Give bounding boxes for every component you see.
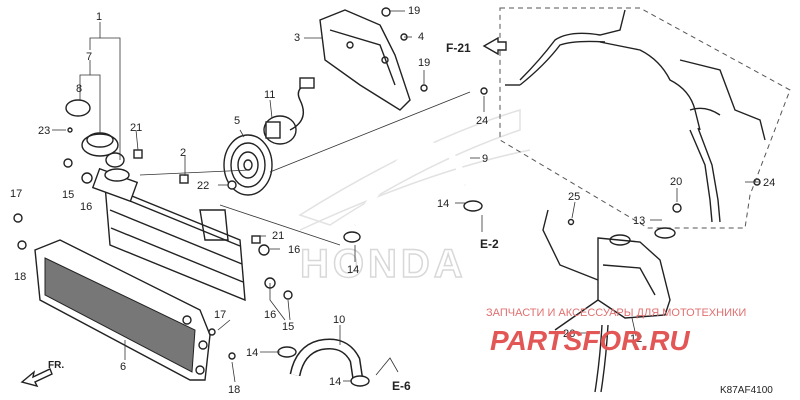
radiator-cap — [65, 99, 119, 157]
leader-lines — [52, 10, 760, 383]
ref-f21: F-21 — [446, 41, 471, 55]
callout-17b: 17 — [214, 309, 226, 321]
callout-26: 26 — [563, 328, 575, 340]
callout-21b: 21 — [272, 230, 284, 242]
honda-watermark-text: HONDA — [300, 242, 467, 286]
upper-hose — [352, 141, 469, 227]
callout-8: 8 — [76, 83, 82, 95]
callout-19a: 19 — [408, 5, 420, 17]
callout-17: 17 — [10, 188, 22, 200]
hose-clamps — [277, 200, 483, 387]
lower-hose — [289, 338, 364, 381]
ref-e6: E-6 — [392, 379, 411, 393]
callout-23: 23 — [38, 125, 50, 137]
radiator — [91, 152, 246, 302]
callout-5: 5 — [234, 115, 240, 127]
diagram-code: K87AF4100 — [720, 385, 773, 396]
section-references: F-21 E-2 E-6 — [392, 36, 507, 393]
callout-14b: 14 — [329, 376, 341, 388]
fan-motor — [263, 77, 315, 145]
arrow-left-icon — [482, 36, 507, 56]
cap-seal — [65, 99, 91, 117]
radiator-filler-neck — [105, 152, 125, 168]
callout-2: 2 — [180, 147, 186, 159]
callout-14d: 14 — [347, 264, 359, 276]
fan-cover — [319, 9, 411, 111]
callout-25: 25 — [568, 191, 580, 203]
callout-7: 7 — [86, 51, 92, 63]
front-arrow-icon — [20, 368, 53, 388]
callout-12: 12 — [630, 333, 642, 345]
front-label: FR. — [48, 360, 64, 371]
callout-16b: 16 — [288, 244, 300, 256]
watermark-shop-line: ЗАПЧАСТИ И АКСЕССУАРЫ ДЛЯ МОТОТЕХНИКИ — [486, 307, 746, 319]
callout-18: 18 — [14, 271, 26, 283]
callout-14a: 14 — [246, 347, 258, 359]
callout-16c: 16 — [264, 309, 276, 321]
reserve-tank — [542, 209, 676, 393]
callout-20: 20 — [670, 176, 682, 188]
callout-22: 22 — [197, 180, 209, 192]
callout-10: 10 — [333, 314, 345, 326]
callout-24a: 24 — [476, 115, 488, 127]
callout-3: 3 — [294, 32, 300, 44]
radiator-shroud — [34, 239, 211, 381]
reservoir-detail-box — [499, 7, 791, 229]
fasteners — [13, 7, 761, 360]
callout-1: 1 — [96, 11, 102, 23]
callout-16: 16 — [80, 201, 92, 213]
cooling-fan — [223, 134, 273, 196]
callout-4: 4 — [418, 31, 424, 43]
callout-19b: 19 — [418, 57, 430, 69]
watermark-site: PARTSFOR.RU — [490, 325, 690, 356]
reserve-tank-cap — [654, 227, 676, 239]
callout-13: 13 — [633, 215, 645, 227]
front-direction: FR. — [20, 360, 64, 388]
callout-6: 6 — [120, 361, 126, 373]
callout-15: 15 — [62, 189, 74, 201]
callout-15b: 15 — [282, 321, 294, 333]
callout-11: 11 — [264, 89, 275, 101]
shop-watermark: ЗАПЧАСТИ И АКСЕССУАРЫ ДЛЯ МОТОТЕХНИКИ PA… — [486, 307, 746, 356]
callout-18b: 18 — [228, 384, 240, 396]
callout-21: 21 — [130, 122, 142, 134]
honda-watermark: HONDA — [298, 108, 531, 287]
callout-24b: 24 — [763, 177, 775, 189]
callout-14c: 14 — [437, 198, 449, 210]
callout-numbers: 1 7 8 23 21 2 15 16 17 18 22 5 11 3 19 4… — [10, 5, 775, 396]
ref-e2: E-2 — [480, 237, 499, 251]
callout-9: 9 — [482, 153, 488, 165]
